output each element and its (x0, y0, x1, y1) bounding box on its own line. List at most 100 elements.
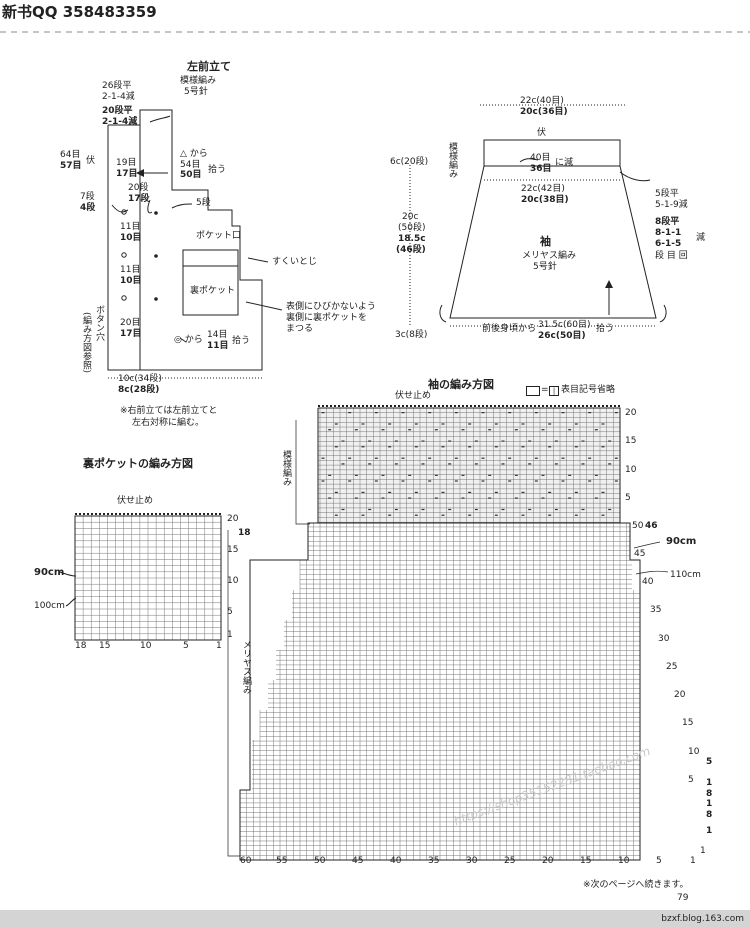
sleeve-len3: 18.5c (398, 234, 426, 244)
sleeve-row-25: 25 (666, 662, 678, 672)
pattern-stitch-symbol (414, 514, 418, 516)
pattern-stitch-symbol (448, 508, 452, 511)
front-l11a: 11目 (120, 222, 141, 232)
pattern-stitch-symbol (508, 412, 512, 414)
pattern-stitch-symbol (574, 491, 578, 493)
front-l26: 26段平 (102, 81, 132, 91)
pattern-stitch-symbol (528, 508, 532, 511)
pattern-stitch-symbol (441, 423, 445, 425)
pattern-stitch-symbol (441, 446, 445, 448)
sleeve-mid2: 20c(38目) (521, 195, 569, 205)
pattern-stitch-symbol (601, 423, 605, 425)
front-20dan: 20段 (128, 183, 149, 193)
pattern-stitch-symbol (514, 429, 518, 431)
pattern-stitch-symbol (548, 514, 552, 516)
front-l54: 54目 (180, 160, 201, 170)
pattern-stitch-symbol (568, 497, 572, 499)
sleeve-row-20b: 20 (674, 690, 686, 700)
sleeve-left3c: 3c(8段) (395, 330, 428, 340)
front-pattern: 模様編み (180, 76, 217, 86)
pattern-stitch-symbol (561, 480, 565, 482)
pattern-stitch-symbol (368, 463, 372, 465)
sleeve-grid (227, 405, 669, 861)
pocket-bindoff: 伏せ止め (117, 496, 154, 506)
pocket-100cm: 100cm (34, 601, 65, 611)
legend-knit-symbol-cell: | (549, 386, 559, 396)
pattern-stitch-symbol (554, 463, 558, 465)
pattern-stitch-symbol (568, 429, 572, 431)
pattern-stitch-symbol (401, 412, 405, 414)
pocket-grid (59, 513, 222, 641)
pocket-row-20: 20 (227, 514, 239, 524)
front-note1: 表側にひびかないよう (286, 302, 376, 312)
legend-blank-cell (526, 386, 540, 396)
legend-text: 表目記号省略 (561, 385, 616, 395)
sleeve-r7: 段 目 回 (655, 251, 688, 261)
sleeve-extra-1b: 1 (706, 799, 713, 809)
sleeve-r1: 5段平 (655, 189, 679, 199)
pattern-stitch-symbol (381, 497, 385, 499)
pattern-stitch-symbol (374, 457, 378, 459)
sleeve-row-15: 15 (625, 436, 637, 446)
front-l11b: 11目 (120, 265, 141, 275)
front-l14: 14目 (207, 330, 228, 340)
sleeve-top1: 22c(40目) (520, 96, 564, 106)
pattern-stitch-symbol (354, 497, 358, 499)
front-l10b: 10目 (120, 276, 142, 286)
sleeve-name: 袖 (540, 235, 551, 248)
pattern-stitch-symbol (348, 480, 352, 482)
front-l57: 57目 (60, 161, 82, 171)
front-band-diagram (107, 109, 283, 379)
sleeve-bot-from: 前後身頃から (482, 324, 537, 334)
front-l10c: 10c(34段) (118, 374, 162, 384)
front-l17a: 17目 (116, 169, 138, 179)
pattern-stitch-symbol (361, 446, 365, 448)
pattern-stitch-symbol (601, 514, 605, 516)
page-number: 79 (677, 893, 689, 903)
pattern-stitch-symbol (608, 463, 612, 465)
pattern-stitch-symbol (561, 412, 565, 414)
sleeve-chart-pattern-vertical: 模様編み (281, 450, 291, 486)
pattern-stitch-symbol (568, 474, 572, 476)
sleeve-col-label: 60 (240, 856, 252, 866)
pattern-stitch-symbol (374, 480, 378, 482)
pattern-stitch-symbol (488, 474, 492, 476)
pattern-stitch-symbol (354, 474, 358, 476)
pattern-stitch-symbol (421, 508, 425, 511)
pattern-stitch-symbol (561, 457, 565, 459)
pattern-stitch-symbol (454, 480, 458, 482)
front-needle: 5号針 (184, 87, 208, 97)
sleeve-left6c: 6c(20段) (390, 157, 429, 167)
pattern-stitch-symbol (321, 457, 325, 459)
pattern-stitch-symbol (408, 429, 412, 431)
pattern-stitch-symbol (574, 446, 578, 448)
front-l19: 19目 (116, 158, 137, 168)
pattern-stitch-symbol (601, 491, 605, 493)
pattern-stitch-symbol (401, 480, 405, 482)
pattern-stitch-symbol (334, 423, 338, 425)
pattern-stitch-symbol (341, 440, 345, 442)
pattern-stitch-symbol (368, 440, 372, 442)
pattern-stitch-symbol (581, 440, 585, 442)
pattern-stitch-symbol (434, 474, 438, 476)
front-l8c: 8c(28段) (118, 385, 160, 395)
pattern-stitch-symbol (421, 440, 425, 442)
sleeve-col-label: 1 (690, 856, 696, 866)
pattern-stitch-symbol (554, 440, 558, 442)
sleeve-extra-8b: 8 (706, 810, 713, 820)
pattern-stitch-symbol (368, 508, 372, 511)
pocket-col-10: 10 (140, 641, 152, 651)
pattern-stitch-symbol (614, 412, 618, 414)
sleeve-row-5b: 5 (688, 775, 694, 785)
pattern-stitch-symbol (494, 491, 498, 493)
pattern-stitch-symbol (501, 508, 505, 511)
pattern-stitch-symbol (414, 491, 418, 493)
pattern-stitch-symbol (534, 412, 538, 414)
front-l20: 20段平 (102, 106, 133, 116)
pattern-stitch-symbol (548, 446, 552, 448)
front-4dan: 4段 (80, 203, 96, 213)
pattern-stitch-symbol (541, 497, 545, 499)
pattern-stitch-symbol (454, 412, 458, 414)
front-note3: まつる (286, 324, 314, 334)
front-l64: 64目 (60, 150, 81, 160)
